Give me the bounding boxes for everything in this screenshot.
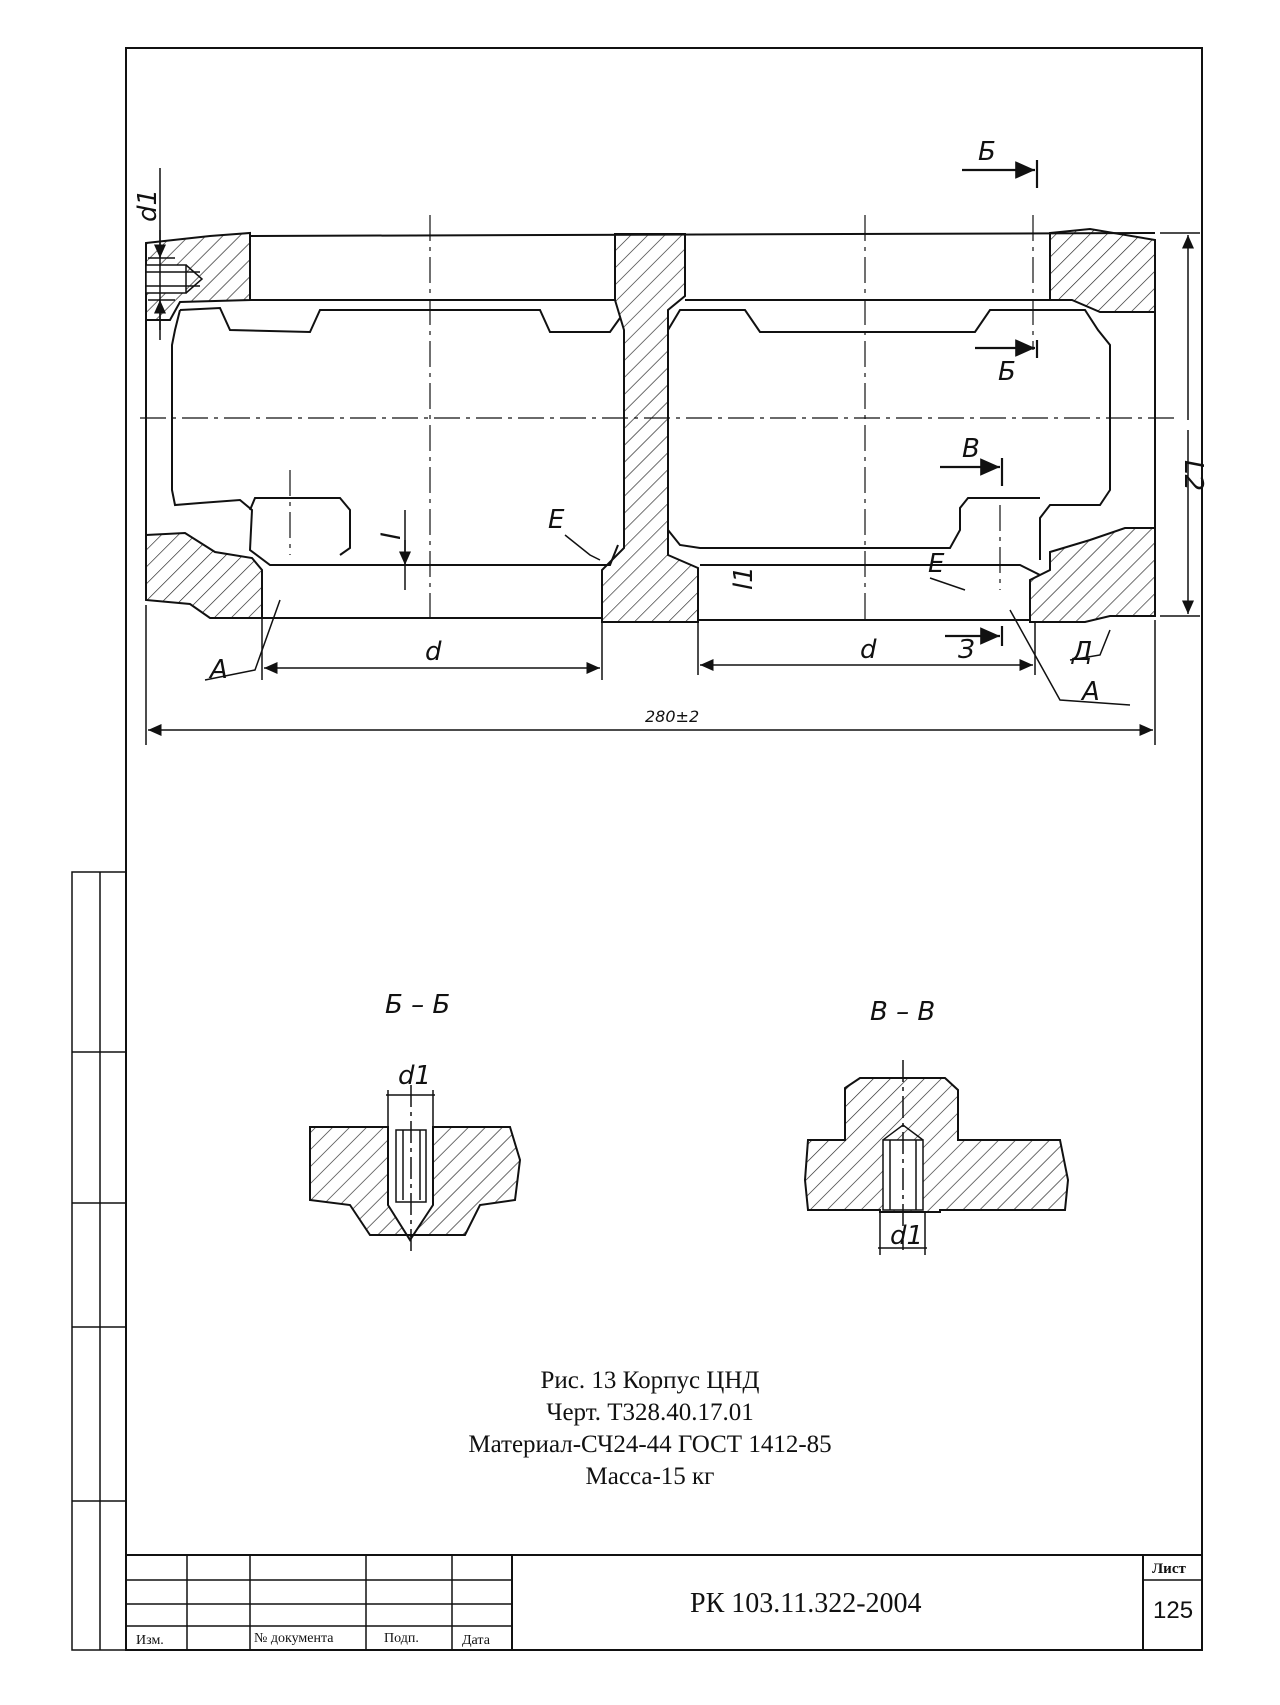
label-d-right: Д [1071, 637, 1092, 667]
label-a-left: А [208, 655, 228, 685]
caption-mass: Масса-15 кг [585, 1463, 715, 1490]
dim-L2: L2 [1178, 460, 1208, 491]
section-vv-title: В – В [870, 997, 935, 1027]
dim-overall: 280±2 [645, 707, 699, 726]
section-vv-body [803, 1077, 1070, 1213]
label-a-right: А [1080, 677, 1100, 707]
side-stamp [71, 871, 127, 1651]
tb-col-doc: № документа [254, 1631, 334, 1646]
tb-designation: РК 103.11.322-2004 [690, 1588, 922, 1619]
dim-d-right: d [860, 635, 877, 665]
hatch-center-wall [601, 233, 699, 623]
label-b-bottom: Б [998, 357, 1016, 387]
section-bb-d1: d1 [398, 1061, 431, 1091]
sheet-frame [125, 47, 1203, 1651]
hatch-left-bottom [145, 531, 263, 619]
hatch-right-top [1049, 227, 1156, 313]
tb-sheet-label: Лист [1152, 1561, 1186, 1577]
tb-col-sign: Подп. [384, 1631, 419, 1646]
label-z-right: З [958, 635, 975, 665]
title-block [126, 1554, 1202, 1650]
dim-d1-top: d1 [133, 189, 163, 222]
caption-drawing-number: Черт. Т328.40.17.01 [546, 1399, 754, 1426]
section-vv: В – В d1 [803, 997, 1070, 1255]
dim-l: l [377, 532, 407, 540]
main-section-view: Б Б В Е Е А А Д З d1 l l1 L2 d d 280±2 [133, 137, 1208, 745]
section-bb-body [309, 1126, 522, 1242]
section-vv-d1: d1 [890, 1221, 923, 1251]
caption-title: Рис. 13 Корпус ЦНД [540, 1367, 760, 1394]
hatch-right-bottom [1029, 527, 1156, 623]
caption-material: Материал-СЧ24-44 ГОСТ 1412-85 [468, 1431, 832, 1458]
hatch-left-top [145, 231, 251, 321]
tb-col-izm: Изм. [136, 1633, 164, 1648]
label-e-left: Е [548, 505, 565, 535]
dim-l1: l1 [729, 566, 759, 590]
label-e-right: Е [928, 549, 945, 579]
dim-d-left: d [425, 637, 442, 667]
tb-sheet-number: 125 [1153, 1597, 1193, 1624]
tb-col-date: Дата [462, 1633, 491, 1648]
section-bb: Б – Б d1 [309, 990, 522, 1255]
figure-caption: Рис. 13 Корпус ЦНД Черт. Т328.40.17.01 М… [400, 1365, 900, 1493]
label-v-top: В [962, 434, 980, 464]
section-bb-title: Б – Б [385, 990, 450, 1020]
label-b-top: Б [978, 137, 996, 167]
